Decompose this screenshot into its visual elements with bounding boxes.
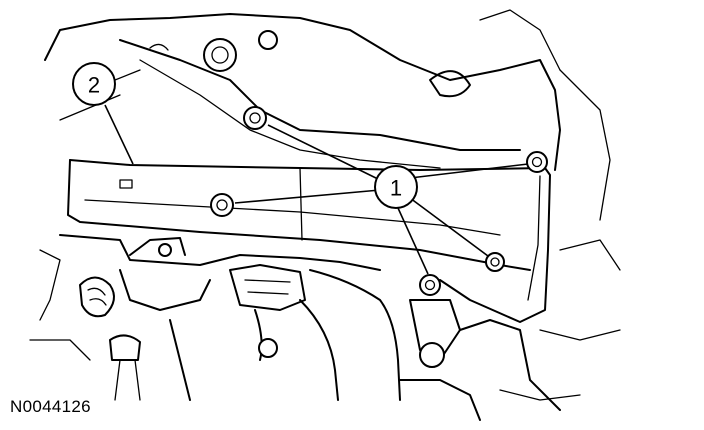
bolt-right-lower: [485, 252, 505, 272]
callout-2: 2: [72, 62, 134, 165]
bolt-left: [210, 193, 234, 217]
bolt-right-upper: [526, 151, 548, 173]
bolts: [210, 106, 548, 296]
callout-1: 1: [234, 124, 529, 275]
figure-id-label: N0044126: [10, 397, 91, 416]
mounting-bracket: [67, 159, 551, 323]
bolt-upper: [243, 106, 267, 130]
bolt-lower: [419, 274, 441, 296]
callout-1-label: 1: [390, 176, 402, 201]
callout-2-label: 2: [88, 73, 100, 98]
upper-body-panel: [44, 9, 611, 221]
lower-components: [29, 234, 621, 421]
